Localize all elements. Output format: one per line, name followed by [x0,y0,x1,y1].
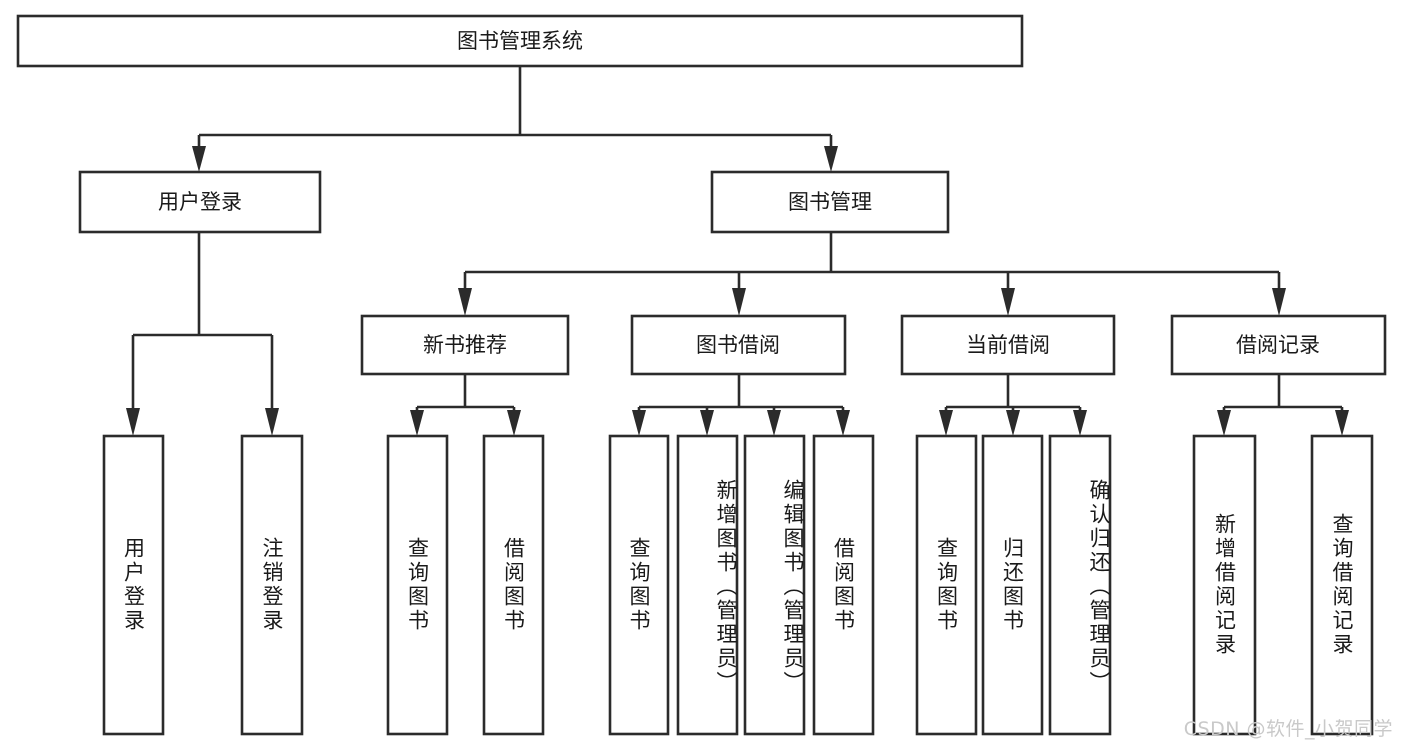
arrowhead-book-borrow [732,288,746,316]
node-book-manage-label: 图书管理 [788,190,872,214]
node-current-borrow-rect[interactable] [900,314,1116,376]
node-user-login[interactable]: 用户登录 [78,170,322,234]
arrowhead-leaf-add-book [700,410,714,436]
arrowhead-book-manage [824,146,838,172]
connector-group-user-login [126,232,279,436]
arrowhead-current-borrow [1001,288,1015,316]
node-root-rect[interactable] [16,14,1024,68]
leaf-add-book-rect[interactable] [676,434,739,736]
node-new-book-recommend[interactable]: 新书推荐 [360,314,570,376]
arrowhead-leaf-borrow-book-2 [836,410,850,436]
csdn-watermark: CSDN @软件_小贺同学 [1183,718,1393,740]
leaf-node-group [102,434,1374,736]
arrowhead-leaf-return-book [1006,410,1020,436]
leaf-user-login-rect[interactable] [102,434,165,736]
arrowhead-user-login [192,146,206,172]
node-root[interactable]: 图书管理系统 [16,14,1024,68]
arrowhead-leaf-edit-book [767,410,781,436]
node-root-label: 图书管理系统 [457,29,583,53]
arrowhead-leaf-search-book-3 [939,410,953,436]
leaf-confirm-return-rect[interactable] [1048,434,1112,736]
node-book-manage[interactable]: 图书管理 [710,170,950,234]
leaf-user-logout-rect[interactable] [240,434,304,736]
node-book-borrow-label: 图书借阅 [696,333,780,357]
leaf-add-record-rect[interactable] [1192,434,1257,736]
leaf-edit-book-rect[interactable] [743,434,806,736]
arrowhead-new-book-recommend [458,288,472,316]
connector-group-book-borrow [632,374,850,436]
leaf-borrow-book-2-rect[interactable] [812,434,875,736]
node-new-book-recommend-rect[interactable] [360,314,570,376]
node-current-borrow[interactable]: 当前借阅 [900,314,1116,376]
arrowhead-leaf-user-login [126,408,140,436]
node-book-manage-rect[interactable] [710,170,950,234]
node-new-book-recommend-label: 新书推荐 [423,333,507,357]
arrowhead-leaf-search-book-2 [632,410,646,436]
connector-group-book-manage [458,232,1286,316]
node-borrow-record-rect[interactable] [1170,314,1387,376]
node-current-borrow-label: 当前借阅 [966,333,1050,357]
leaf-search-book-3-rect[interactable] [915,434,978,736]
node-user-login-label: 用户登录 [158,190,242,214]
leaf-borrow-book-1-rect[interactable] [482,434,545,736]
arrowhead-leaf-confirm-return [1073,410,1087,436]
connector-group-root [192,66,838,172]
connector-group-new-book-recommend [410,374,521,436]
arrowhead-leaf-add-record [1217,410,1231,436]
arrowhead-borrow-record [1272,288,1286,316]
arrowhead-leaf-search-book-1 [410,410,424,436]
leaf-search-book-2-rect[interactable] [608,434,670,736]
node-book-borrow-rect[interactable] [630,314,847,376]
node-borrow-record-label: 借阅记录 [1236,333,1320,357]
leaf-search-record-rect[interactable] [1310,434,1374,736]
arrowhead-leaf-borrow-book-1 [507,410,521,436]
connector-group-current-borrow [939,374,1087,436]
node-book-borrow[interactable]: 图书借阅 [630,314,847,376]
leaf-return-book-rect[interactable] [981,434,1044,736]
arrowhead-leaf-user-logout [265,408,279,436]
arrowhead-leaf-search-record [1335,410,1349,436]
node-user-login-rect[interactable] [78,170,322,234]
connector-group-borrow-record [1217,374,1349,436]
leaf-search-book-1-rect[interactable] [386,434,449,736]
node-borrow-record[interactable]: 借阅记录 [1170,314,1387,376]
